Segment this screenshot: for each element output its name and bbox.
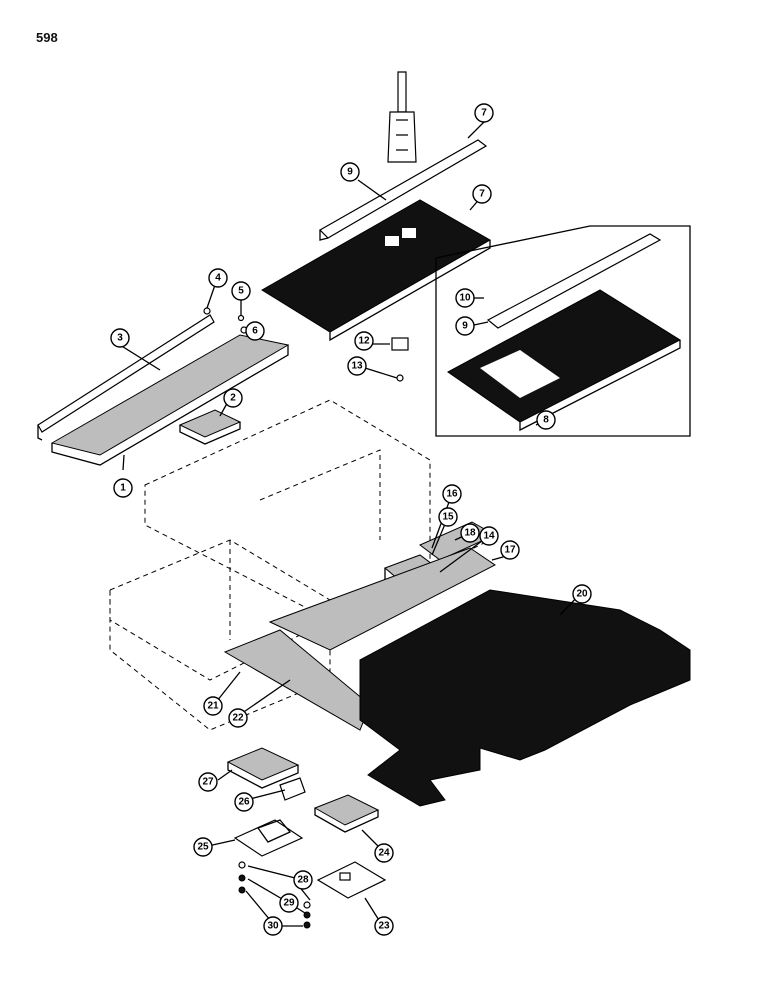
part-2-block — [178, 409, 242, 445]
svg-text:18: 18 — [464, 528, 476, 539]
callout-1: 1 — [113, 478, 133, 498]
floor-strip — [223, 547, 496, 731]
callout-inset-9: 9 — [455, 316, 475, 336]
part-13-nut — [396, 374, 404, 382]
svg-text:26: 26 — [238, 797, 250, 808]
page-number: 598 — [36, 30, 58, 45]
callout-10: 7 — [474, 103, 494, 123]
part-23-plate — [316, 861, 387, 899]
callout-24: 24 — [374, 843, 394, 863]
svg-text:24: 24 — [378, 848, 390, 859]
callout-26: 26 — [234, 792, 254, 812]
svg-text:21: 21 — [207, 701, 219, 712]
svg-text:22: 22 — [232, 713, 244, 724]
part-1-pad — [50, 334, 290, 466]
svg-text:4: 4 — [215, 273, 221, 284]
svg-text:23: 23 — [378, 921, 390, 932]
svg-text:15: 15 — [442, 512, 454, 523]
svg-text:3: 3 — [117, 333, 123, 344]
svg-text:1: 1 — [120, 483, 126, 494]
callout-25: 25 — [193, 837, 213, 857]
callout-5: 5 — [231, 281, 251, 301]
callout-30: 30 — [263, 916, 283, 936]
svg-text:7: 7 — [479, 189, 485, 200]
svg-text:20: 20 — [576, 589, 588, 600]
shift-lever-handle — [387, 71, 417, 163]
callout-15: 15 — [438, 507, 458, 527]
svg-text:12: 12 — [358, 336, 370, 347]
callout-16: 16 — [442, 484, 462, 504]
callout-14: 14 — [479, 526, 499, 546]
part-24-cover — [313, 794, 380, 833]
inset-panel — [435, 225, 691, 437]
callout-2: 2 — [223, 388, 243, 408]
part-20-floor-mat — [359, 589, 691, 807]
svg-text:7: 7 — [481, 108, 487, 119]
callout-13: 13 — [347, 356, 367, 376]
callout-4: 4 — [208, 268, 228, 288]
callout-20: 20 — [572, 584, 592, 604]
parts-28-30-hardware — [238, 861, 311, 929]
svg-text:8: 8 — [543, 415, 549, 426]
callout-18: 18 — [460, 523, 480, 543]
callout-27: 27 — [198, 772, 218, 792]
callout-3: 3 — [110, 328, 130, 348]
callout-28: 28 — [293, 870, 313, 890]
svg-text:16: 16 — [446, 489, 458, 500]
svg-text:9: 9 — [462, 321, 468, 332]
part-5-washer — [237, 314, 245, 322]
svg-text:13: 13 — [351, 361, 363, 372]
svg-text:29: 29 — [283, 898, 295, 909]
leader-lines — [119, 121, 581, 927]
svg-text:2: 2 — [230, 393, 236, 404]
svg-text:30: 30 — [267, 921, 279, 932]
svg-text:25: 25 — [197, 842, 209, 853]
part-26-block — [279, 777, 306, 801]
callout-9: 9 — [340, 162, 360, 182]
part-3-strip — [37, 314, 215, 441]
part-27-cover — [226, 747, 300, 789]
callout-29: 29 — [279, 893, 299, 913]
callout-21: 21 — [203, 696, 223, 716]
callout-22: 22 — [228, 708, 248, 728]
svg-text:10: 10 — [459, 293, 471, 304]
part-25-housing — [233, 819, 304, 857]
callout-8: 8 — [536, 410, 556, 430]
svg-text:14: 14 — [483, 531, 495, 542]
callout-23: 23 — [374, 916, 394, 936]
part-4-bolt — [203, 307, 211, 315]
svg-text:28: 28 — [297, 875, 309, 886]
svg-text:6: 6 — [252, 326, 258, 337]
svg-text:27: 27 — [202, 777, 214, 788]
callout-7: 7 — [472, 184, 492, 204]
callout-inset-10: 10 — [455, 288, 475, 308]
svg-text:9: 9 — [347, 167, 353, 178]
callout-12: 12 — [354, 331, 374, 351]
part-9-rail-upper — [319, 139, 488, 241]
part-7-plate — [261, 199, 492, 342]
callout-17: 17 — [500, 540, 520, 560]
svg-text:5: 5 — [238, 286, 244, 297]
part-12-clip — [391, 337, 409, 351]
callout-6: 6 — [245, 321, 265, 341]
svg-text:17: 17 — [504, 545, 516, 556]
